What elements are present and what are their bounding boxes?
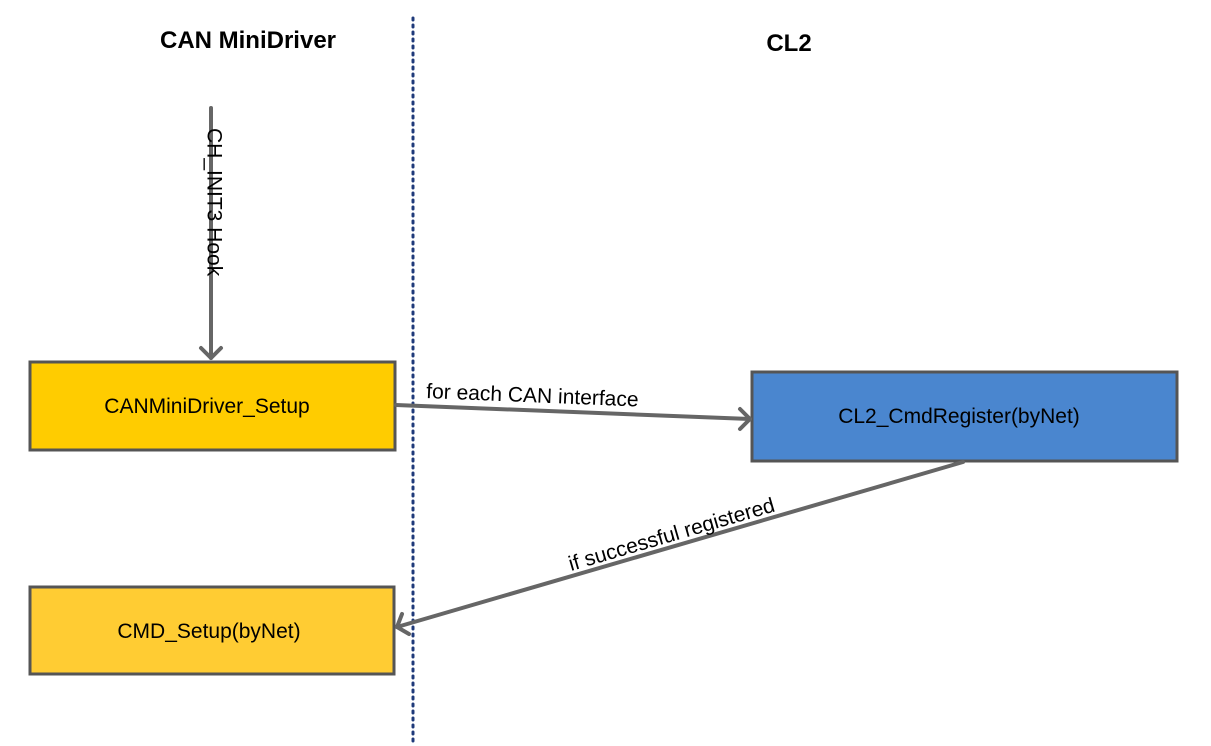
if-successful-label: if successful registered	[566, 494, 777, 576]
cmd-setup-box-label: CMD_Setup(byNet)	[117, 620, 300, 643]
setup-box: CANMiniDriver_Setup	[28, 360, 397, 452]
cmd-setup-box: CMD_Setup(byNet)	[28, 585, 396, 676]
register-box-label: CL2_CmdRegister(byNet)	[838, 405, 1080, 428]
setup-box-label: CANMiniDriver_Setup	[104, 395, 309, 418]
hook-label: CH_INIT3 Hook	[203, 128, 226, 277]
hook-arrow	[199, 106, 223, 360]
for-each-arrow	[394, 403, 752, 431]
lane-title-can-minidriver: CAN MiniDriver	[160, 27, 336, 54]
lane-title-cl2: CL2	[766, 30, 811, 57]
if-successful-arrow	[395, 460, 965, 636]
register-box: CL2_CmdRegister(byNet)	[750, 370, 1179, 463]
